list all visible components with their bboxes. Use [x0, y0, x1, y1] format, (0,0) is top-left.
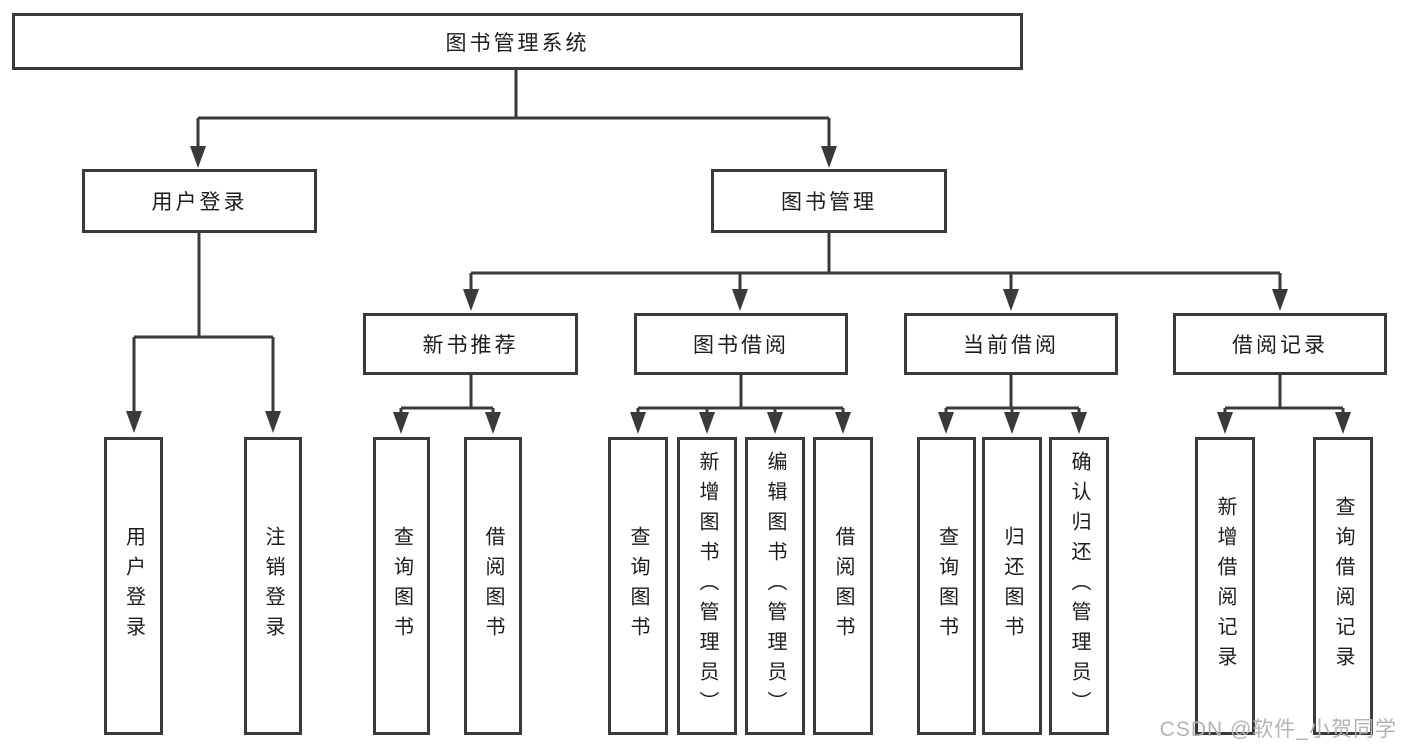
leaf-edit-books-admin: 编辑图书（管理员）: [745, 437, 805, 735]
node-current-borrowing: 当前借阅: [904, 313, 1118, 375]
node-root-library-system: 图书管理系统: [12, 13, 1023, 70]
leaf-query-books-borrowing: 查询图书: [608, 437, 668, 735]
node-borrowing-records: 借阅记录: [1173, 313, 1387, 375]
leaf-borrow-books: 借阅图书: [813, 437, 873, 735]
leaf-query-books-current: 查询图书: [917, 437, 976, 735]
leaf-return-books: 归还图书: [982, 437, 1042, 735]
leaf-logout: 注销登录: [244, 437, 302, 735]
leaf-user-login: 用户登录: [104, 437, 163, 735]
node-book-borrowing: 图书借阅: [634, 313, 848, 375]
node-new-book-recommendation: 新书推荐: [363, 313, 578, 375]
arrowheads: [126, 146, 1351, 434]
csdn-watermark: CSDN @软件_小贺同学: [1159, 718, 1397, 741]
leaf-borrow-books-recommend: 借阅图书: [464, 437, 522, 735]
node-book-management: 图书管理: [711, 169, 947, 233]
leaf-confirm-return-admin: 确认归还（管理员）: [1049, 437, 1109, 735]
leaf-add-books-admin: 新增图书（管理员）: [677, 437, 737, 735]
node-user-login: 用户登录: [82, 169, 317, 233]
leaf-query-books-recommend: 查询图书: [373, 437, 430, 735]
leaf-query-borrow-record: 查询借阅记录: [1313, 437, 1373, 735]
leaf-add-borrow-record: 新增借阅记录: [1195, 437, 1255, 735]
